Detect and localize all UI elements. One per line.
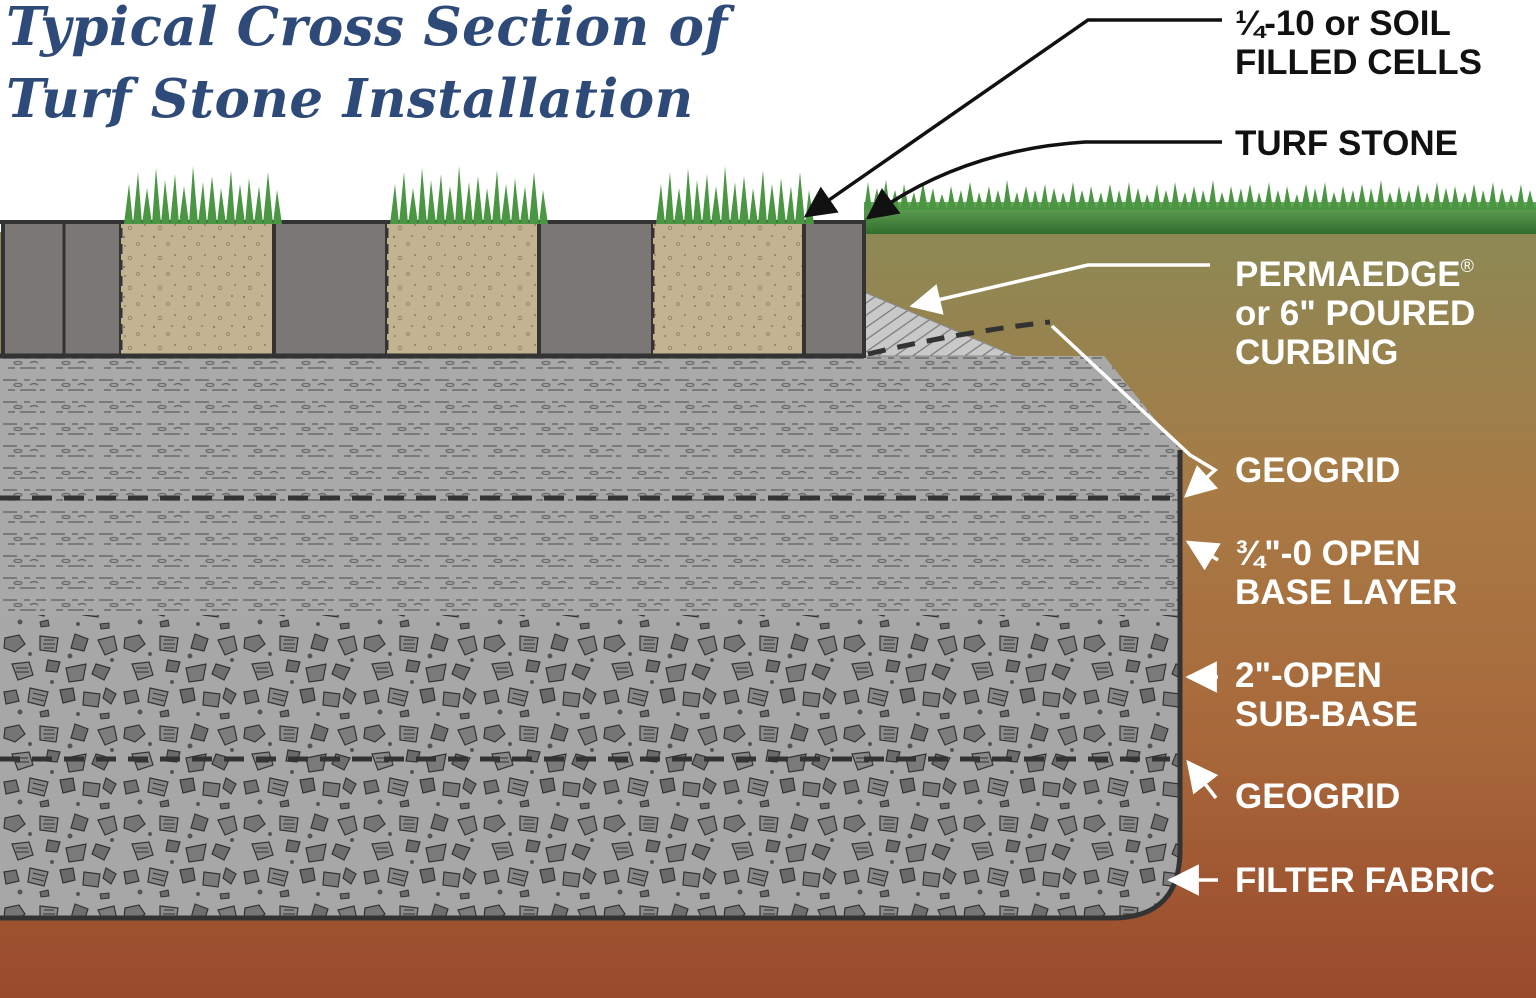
turf-stone-block [802,220,866,358]
soil-cell [387,222,539,356]
label-soil-cells-line-1: ¼-10 or SOIL [1235,4,1451,43]
soil-cell [653,222,804,356]
leader-base-layer [1185,540,1221,571]
label-sub-base-line-1: 2"-OPEN [1235,656,1382,695]
registered-mark: ® [1460,256,1474,276]
filter-fabric-line [0,450,1183,921]
turf-stone-block [537,220,655,358]
sub-base [0,615,1180,918]
turf-stone-row [0,220,866,359]
leader-geogrid-lower [1186,759,1219,800]
base-layer [0,356,1180,615]
soil-cell [121,222,274,356]
turf-stone-block [272,220,389,358]
label-permaedge-name: PERMAEDGE [1235,255,1461,294]
label-permaedge: PERMAEDGE® or 6" POURED CURBING [1235,247,1475,372]
leader-permaedge [909,263,1210,315]
label-sub-base: 2"-OPEN SUB-BASE [1235,656,1418,734]
grass-right [864,180,1536,234]
label-turf-stone: TURF STONE [1235,124,1458,163]
label-permaedge-line-3: CURBING [1235,333,1399,372]
label-soil-cells: ¼-10 or SOIL FILLED CELLS [1235,4,1482,82]
label-permaedge-line-2: or 6" POURED [1235,294,1476,333]
permaedge-curb [863,291,1016,357]
leader-turf-stone [865,140,1222,220]
diagram-title-line-1: Typical Cross Section of [6,0,728,58]
diagram-title-line-2: Turf Stone Installation [6,68,694,130]
label-geogrid-upper: GEOGRID [1235,451,1401,490]
label-sub-base-line-2: SUB-BASE [1235,695,1418,734]
leader-soil-cells [803,18,1222,218]
permaedge-dash [867,319,1051,357]
cell-grass [124,166,814,224]
label-base-layer-line-1: ¾"-0 OPEN [1235,534,1421,573]
label-permaedge-line-1: PERMAEDGE® [1235,247,1475,294]
leader-geogrid-brace [1050,324,1219,498]
label-soil-cells-line-2: FILLED CELLS [1235,43,1482,82]
label-base-layer: ¾"-0 OPEN BASE LAYER [1235,534,1457,612]
label-geogrid-lower: GEOGRID [1235,777,1401,816]
label-base-layer-line-2: BASE LAYER [1235,573,1458,612]
label-filter-fabric: FILTER FABRIC [1235,861,1495,900]
turf-stone-block [1,220,123,358]
